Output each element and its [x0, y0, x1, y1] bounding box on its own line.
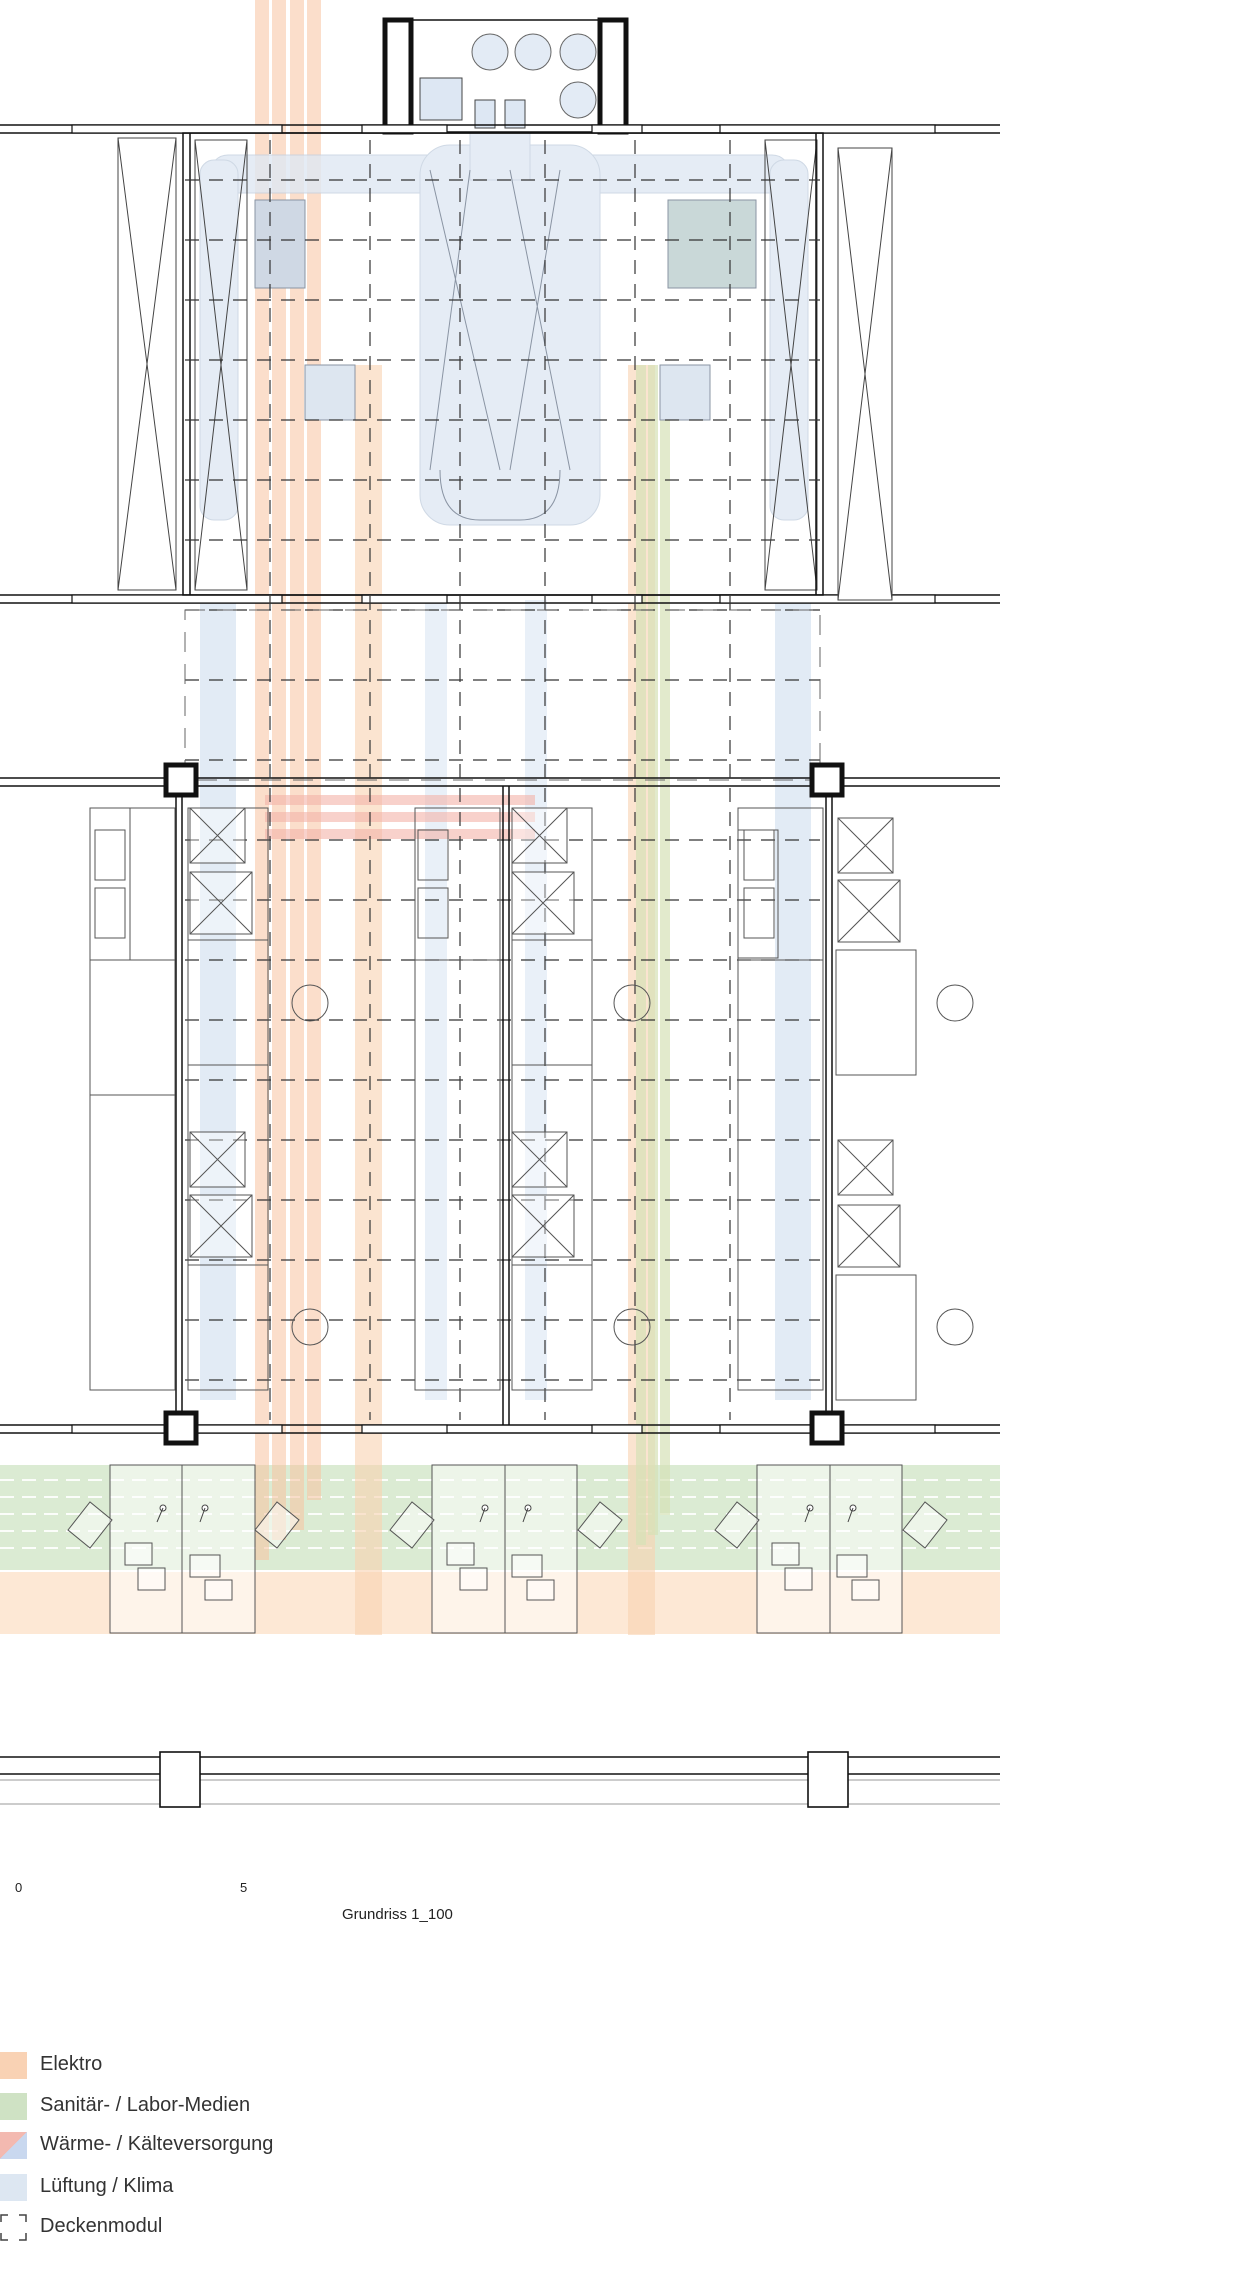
- roof-equipment: [382, 17, 629, 135]
- scale-end-label: 5: [240, 1880, 248, 1895]
- legend-label: Deckenmodul: [40, 2215, 163, 2237]
- legend-swatch-sanitaer: [0, 2093, 27, 2120]
- scale-start-label: 0: [15, 1880, 23, 1895]
- office-desks: [67, 1464, 948, 1634]
- legend-swatch-deckenmodul: [0, 2214, 27, 2241]
- columns: [163, 762, 845, 1446]
- legend-swatch-lueftung: [0, 2174, 27, 2201]
- legend-label: Sanitär- / Labor-Medien: [40, 2094, 251, 2116]
- plan-title: Grundriss 1_100: [342, 1906, 453, 1923]
- legend-item-lueftung: Lüftung / Klima: [0, 2172, 400, 2201]
- legend-item-sanitaer: Sanitär- / Labor-Medien: [0, 2091, 400, 2120]
- lab-cabinets: [189, 807, 901, 1268]
- legend-label: Elektro: [40, 2053, 103, 2075]
- legend-item-deckenmodul: Deckenmodul: [0, 2212, 400, 2241]
- legend-item-elektro: Elektro: [0, 2050, 400, 2079]
- shafts: [117, 137, 893, 601]
- legend-swatch-elektro: [0, 2052, 27, 2079]
- legend-item-waerme: Wärme- / Kälteversorgung: [0, 2130, 400, 2159]
- legend-label: Lüftung / Klima: [40, 2175, 174, 2197]
- lab-furniture: [89, 807, 974, 1401]
- floor-plan: [0, 0, 1000, 1808]
- legend-label: Wärme- / Kälteversorgung: [40, 2133, 274, 2155]
- legend-swatch-waerme: [0, 2132, 27, 2159]
- ventilation-equipment: [254, 169, 757, 521]
